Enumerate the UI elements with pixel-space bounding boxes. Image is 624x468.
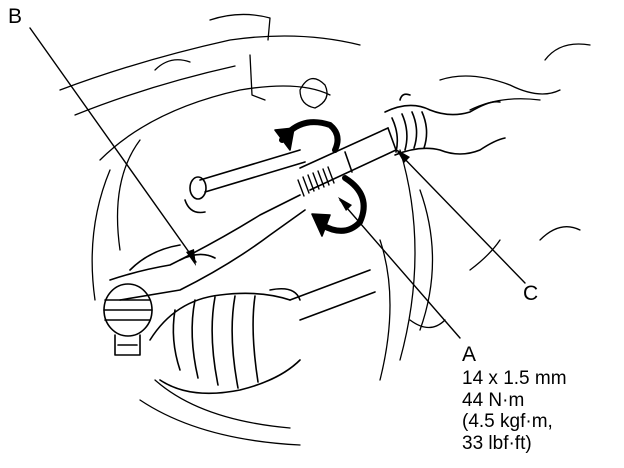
drive-shaft-boot	[149, 269, 376, 395]
leader-arrowheads	[186, 149, 410, 266]
upper-rod	[184, 149, 306, 214]
adjusting-thread	[297, 166, 335, 197]
rotation-arrows	[274, 119, 367, 237]
background-suspension-lines	[59, 13, 591, 446]
torque-spec: 14 x 1.5 mm 44 N·m (4.5 kgf·m, 33 lbf·ft…	[462, 368, 567, 454]
torque-lbf: 33 lbf·ft)	[462, 432, 532, 454]
thread-size: 14 x 1.5 mm	[462, 368, 567, 389]
inner-tie-rod	[299, 127, 397, 191]
leader-lines	[29, 27, 526, 339]
callout-label-b: B	[8, 5, 23, 28]
tie-rod-end	[103, 194, 306, 356]
rack-boot	[384, 93, 506, 156]
torque-nm: 44 N·m	[462, 389, 525, 411]
callout-label-c: C	[523, 282, 539, 305]
torque-kgf: (4.5 kgf·m,	[462, 411, 553, 432]
callout-label-a: A	[462, 343, 477, 366]
